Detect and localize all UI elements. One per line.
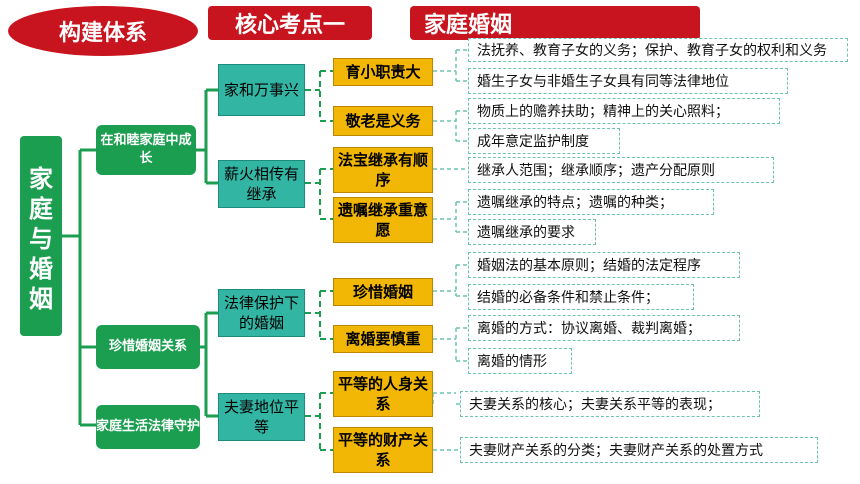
leaf-text: 婚姻法的基本原则；结婚的法定程序 [468, 252, 740, 278]
leaf-text: 结婚的必备条件和禁止条件； [468, 284, 694, 310]
subtopic-node-inheritance: 薪火相传有继承 [218, 160, 305, 208]
point-node-will-inheritance: 遗嘱继承重意愿 [333, 197, 433, 243]
core-topic-banner: 核心考点一 [208, 6, 372, 40]
leaf-text: 遗嘱继承的特点；遗嘱的种类； [468, 189, 714, 215]
branch-node-harmonious-family: 在和睦家庭中成长 [96, 125, 196, 175]
leaf-text: 夫妻关系的核心；夫妻关系平等的表现； [460, 391, 760, 417]
leaf-text: 离婚的情形 [468, 348, 572, 374]
leaf-text: 夫妻财产关系的分类；夫妻财产关系的处置方式 [460, 437, 818, 463]
title-badge: 构建体系 [8, 6, 198, 56]
topic-banner: 家庭婚姻 [410, 6, 700, 40]
point-node-divorce-caution: 离婚要慎重 [333, 325, 433, 353]
leaf-text: 婚生子女与非婚生子女具有同等法律地位 [468, 68, 788, 94]
subtopic-node-protected-marriage: 法律保护下的婚姻 [218, 289, 305, 337]
leaf-text: 物质上的赡养扶助；精神上的关心照料； [468, 98, 780, 124]
point-node-statutory-inheritance: 法宝继承有顺序 [333, 147, 433, 193]
branch-node-legal-protection: 家庭生活法律守护 [96, 405, 200, 449]
leaf-text: 法抚养、教育子女的义务；保护、教育子女的权利和义务 [468, 38, 848, 62]
subtopic-node-family-harmony: 家和万事兴 [218, 64, 305, 116]
subtopic-node-spouse-equality: 夫妻地位平等 [218, 393, 305, 441]
root-node: 家庭与婚姻 [20, 136, 62, 336]
leaf-text: 成年意定监护制度 [468, 128, 620, 154]
point-node-property-equality: 平等的财产关系 [333, 427, 433, 473]
point-node-personal-equality: 平等的人身关系 [333, 371, 433, 417]
leaf-text: 遗嘱继承的要求 [468, 219, 596, 245]
leaf-text: 继承人范围；继承顺序；遗产分配原则 [468, 157, 774, 183]
point-node-cherish-marriage: 珍惜婚姻 [333, 278, 433, 306]
point-node-raising-children: 育小职责大 [333, 58, 433, 86]
branch-node-cherish-marriage: 珍惜婚姻关系 [96, 325, 200, 369]
leaf-text: 离婚的方式：协议离婚、裁判离婚； [468, 315, 740, 341]
point-node-elder-care: 敬老是义务 [333, 106, 433, 136]
